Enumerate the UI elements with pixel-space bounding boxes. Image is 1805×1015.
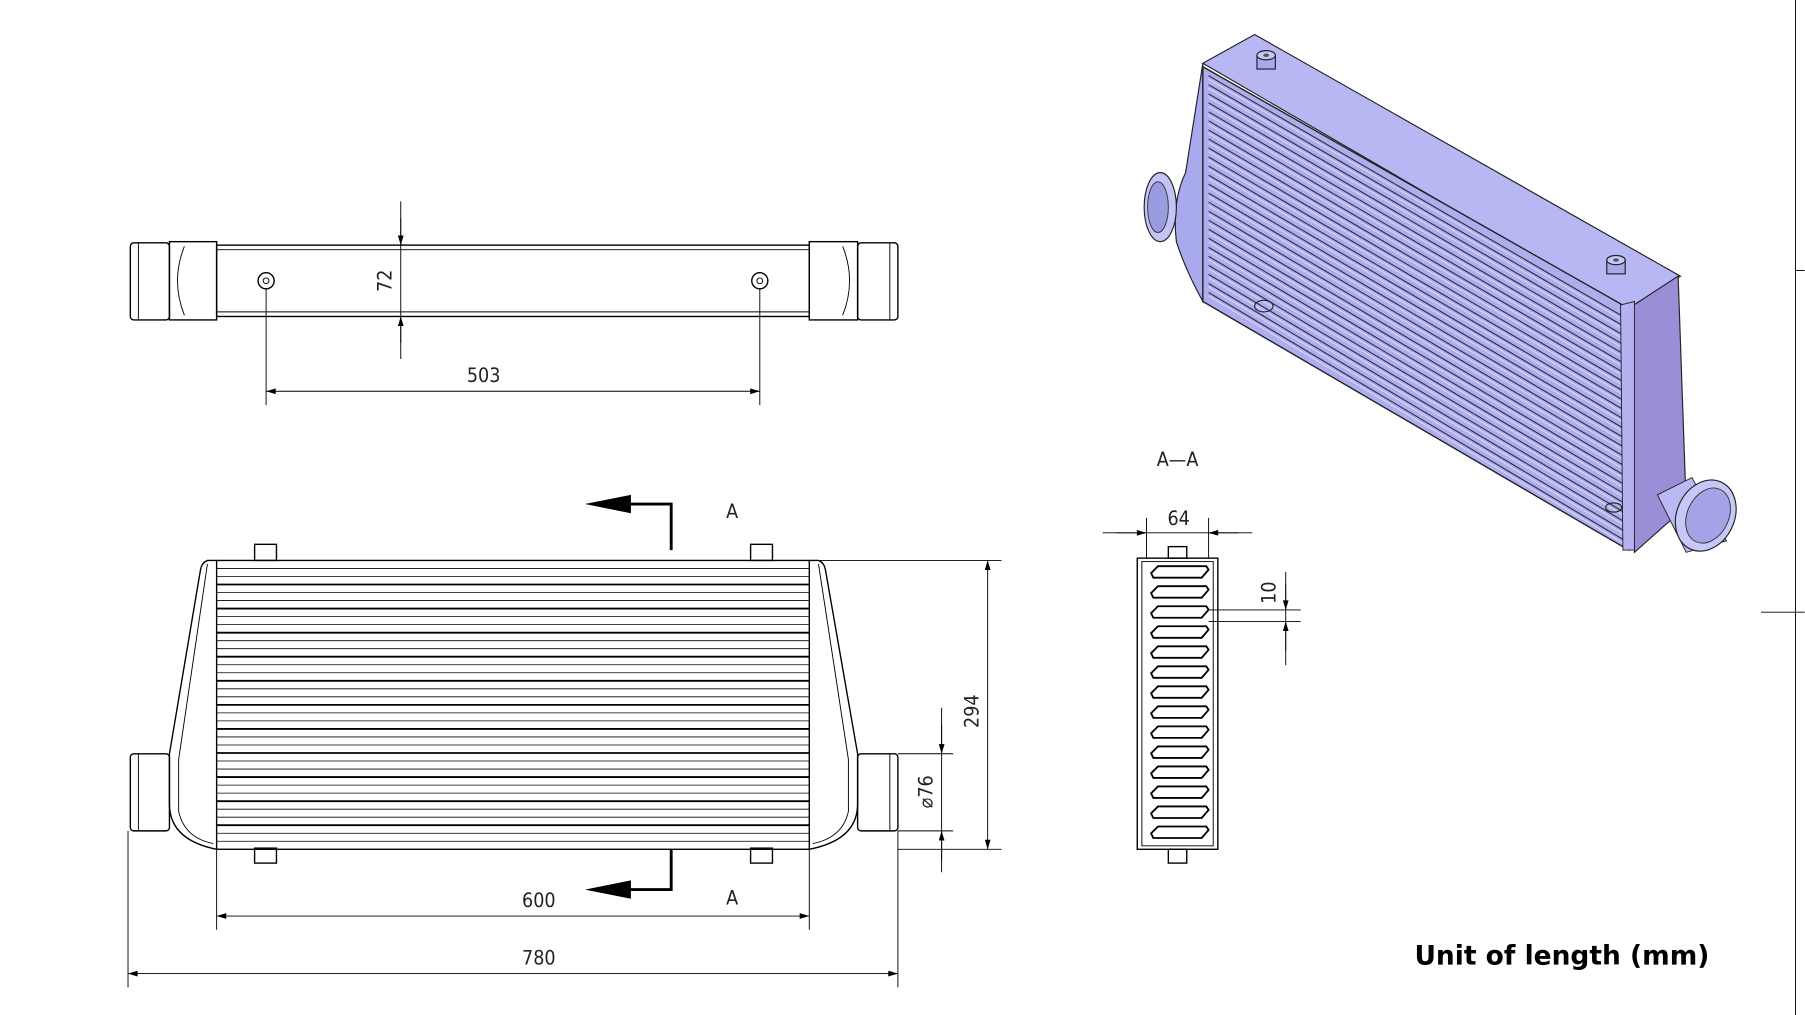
section-fin [1149, 665, 1210, 679]
iso-fin [1208, 147, 1626, 393]
iso-fin-highlight [1208, 277, 1626, 527]
iso-fin-highlight [1208, 205, 1626, 452]
section-fin [1149, 725, 1210, 739]
dim-top-height: 72 [374, 270, 397, 292]
iso-fin-highlight [1208, 87, 1626, 332]
iso-fin-highlight [1208, 132, 1626, 378]
iso-fin [1208, 201, 1626, 449]
boss-right [1606, 254, 1626, 275]
section-view: A—A 64 10 [1102, 448, 1301, 864]
iso-fin-highlight [1208, 177, 1626, 424]
section-fins [1149, 565, 1210, 839]
iso-fin [1208, 165, 1626, 412]
iso-fin-highlight [1208, 241, 1626, 490]
iso-fin [1208, 246, 1626, 495]
section-fin [1149, 765, 1210, 779]
section-fin [1149, 825, 1210, 839]
iso-fin-highlight [1208, 96, 1626, 341]
iso-fin-highlight [1208, 123, 1626, 369]
iso-fin-highlight [1208, 186, 1626, 434]
iso-fin [1208, 120, 1626, 365]
section-fin [1149, 585, 1210, 599]
front-view: A A 600 780 294 ⌀76 [127, 494, 1002, 988]
section-arrow-top [584, 494, 631, 514]
iso-fin-highlight [1208, 114, 1626, 359]
boss-left [1256, 50, 1276, 70]
iso-fin-highlight [1208, 250, 1626, 499]
iso-fin-highlight [1208, 168, 1626, 415]
mount-hole-left [257, 272, 275, 290]
section-title: A—A [1157, 448, 1199, 471]
iso-fin [1208, 75, 1626, 319]
section-fin [1149, 805, 1210, 819]
iso-fin [1208, 210, 1626, 458]
iso-fin-highlight [1208, 268, 1626, 517]
iso-fin [1208, 273, 1626, 523]
iso-fin-highlight [1208, 150, 1626, 397]
iso-fin [1208, 228, 1626, 477]
dim-pipe-diameter: ⌀76 [914, 775, 937, 808]
core-fins [216, 568, 810, 842]
iso-fin [1208, 111, 1626, 356]
iso-fin [1208, 264, 1626, 514]
iso-fin [1208, 102, 1626, 347]
dim-depth: 64 [1168, 507, 1190, 530]
iso-fin [1208, 156, 1626, 402]
iso-fin [1208, 192, 1626, 440]
section-arrow-bottom [584, 880, 631, 899]
section-fin [1149, 745, 1210, 759]
iso-fin [1208, 255, 1626, 505]
section-fin [1149, 565, 1210, 579]
section-fin [1149, 645, 1210, 659]
iso-fin [1208, 138, 1626, 384]
iso-fin [1208, 237, 1626, 486]
iso-fin-highlight [1208, 196, 1626, 443]
iso-fin-highlight [1208, 214, 1626, 462]
iso-fin-highlight [1208, 141, 1626, 387]
iso-fin [1208, 219, 1626, 467]
iso-fin-highlight [1208, 159, 1626, 406]
dim-hole-spacing: 503 [467, 364, 501, 387]
section-fin [1149, 785, 1210, 799]
iso-fin [1208, 183, 1626, 430]
dim-fin-pitch: 10 [1257, 581, 1280, 603]
iso-fin-highlight [1208, 223, 1626, 471]
iso-fin [1208, 93, 1626, 337]
top-view: 72 503 [129, 201, 899, 406]
iso-fin [1208, 84, 1626, 328]
section-fin [1149, 625, 1210, 639]
dim-total-width: 780 [522, 946, 556, 969]
section-label-bottom: A [726, 887, 738, 910]
iso-fin [1208, 174, 1626, 421]
mount-hole-right [751, 272, 769, 290]
dim-core-width: 600 [522, 889, 556, 912]
iso-fin [1208, 282, 1626, 532]
iso-fin [1208, 291, 1626, 542]
iso-fins [1208, 75, 1626, 545]
iso-fin-highlight [1208, 286, 1626, 536]
section-fin [1149, 605, 1210, 619]
section-fin [1149, 705, 1210, 719]
iso-fin-highlight [1208, 295, 1626, 545]
section-fin [1149, 685, 1210, 699]
iso-fin-highlight [1208, 105, 1626, 350]
iso-fin-highlight [1208, 232, 1626, 480]
iso-fin-highlight [1208, 259, 1626, 508]
iso-fin-highlight [1208, 78, 1626, 322]
iso-fin [1208, 129, 1626, 374]
unit-note: Unit of length (mm) [1414, 940, 1709, 971]
section-label-top: A [726, 500, 738, 523]
dim-height: 294 [960, 694, 983, 728]
isometric-render [1143, 33, 1737, 554]
